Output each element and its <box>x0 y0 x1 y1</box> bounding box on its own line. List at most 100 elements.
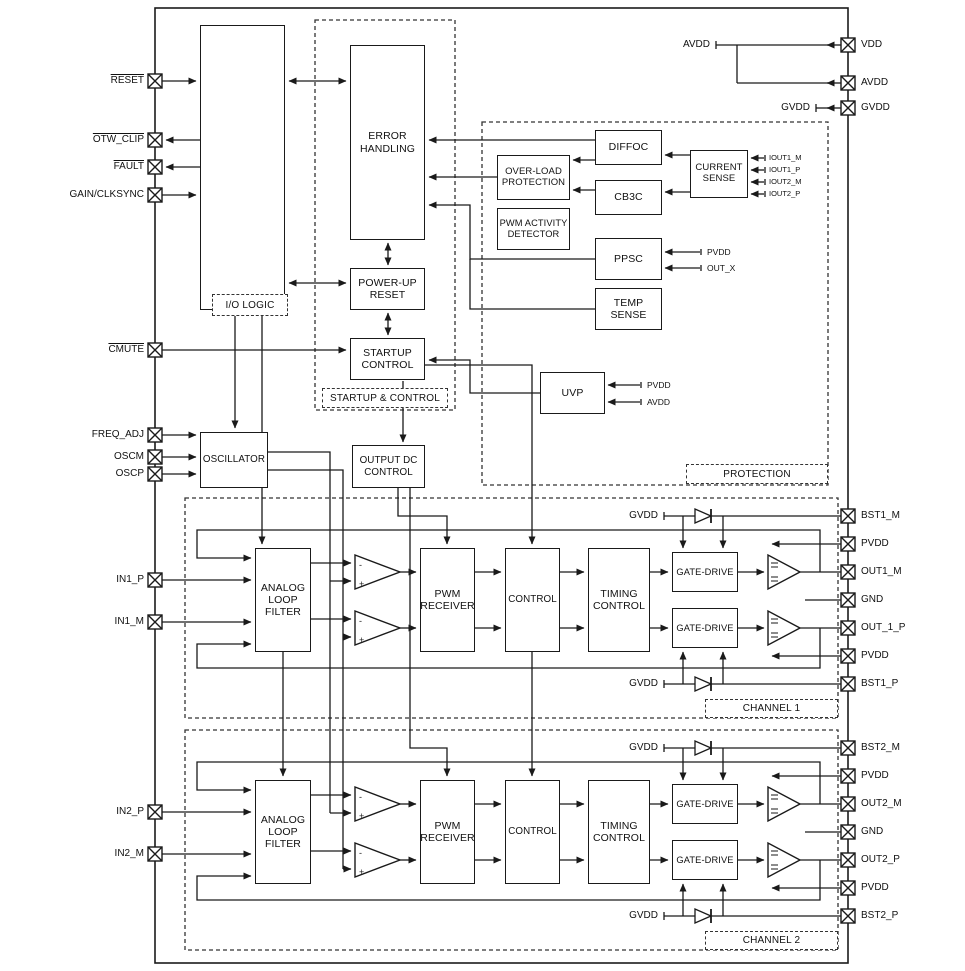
pin-gnd-1 <box>840 592 856 608</box>
pin-label-out2p: OUT2_P <box>861 854 900 865</box>
pin-label-avdd: AVDD <box>861 77 889 88</box>
comparator-minus: - <box>359 616 362 626</box>
startup-control-block: STARTUP CONTROL <box>350 338 425 380</box>
pin-label-vdd: VDD <box>861 39 883 50</box>
ppsc-pvdd-label: PVDD <box>707 247 731 257</box>
avdd-rail-label: AVDD <box>682 39 710 50</box>
temp-sense-block: TEMP SENSE <box>595 288 662 330</box>
gvdd-bst1p-label: GVDD <box>629 678 658 689</box>
pin-out1p <box>840 620 856 636</box>
pin-pvdd-2 <box>840 648 856 664</box>
protection-region <box>481 121 829 486</box>
pin-label-fault: FAULT <box>14 159 144 174</box>
comparator-plus: + <box>359 579 364 589</box>
timing-control-ch2-block: TIMING CONTROL <box>588 780 650 884</box>
io-logic-block <box>200 25 285 310</box>
gate-drive-ch1-bottom-block: GATE-DRIVE <box>672 608 738 648</box>
pin-bst1m <box>840 508 856 524</box>
otw-clip-label: OTW_CLIP <box>92 134 144 145</box>
pin-pvdd-4 <box>840 880 856 896</box>
pin-bst2p <box>840 908 856 924</box>
pin-label-out1m: OUT1_M <box>861 566 902 577</box>
pin-label-bst1p: BST1_P <box>861 678 899 689</box>
uvp-block: UVP <box>540 372 605 414</box>
pin-label-pvdd-2: PVDD <box>861 650 889 661</box>
pin-avdd <box>840 75 856 91</box>
iout1p-label: IOUT1_P <box>769 165 801 174</box>
pin-out2m <box>840 796 856 812</box>
pin-bst1p <box>840 676 856 692</box>
diode-bst1m <box>694 508 712 524</box>
uvp-avdd-label: AVDD <box>647 397 670 407</box>
gvdd-bst2p-label: GVDD <box>629 910 658 921</box>
ppsc-outx-label: OUT_X <box>707 263 736 273</box>
in1p-label: IN1_P <box>116 574 144 585</box>
timing-control-ch1-block: TIMING CONTROL <box>588 548 650 652</box>
uvp-pvdd-label: PVDD <box>647 380 671 390</box>
pin-bst2m <box>840 740 856 756</box>
pin-otw-clip <box>147 132 163 148</box>
pin-out2p <box>840 852 856 868</box>
pin-label-in2m: IN2_M <box>14 846 144 861</box>
pin-label-gnd-1: GND <box>861 594 884 605</box>
gvdd-rail-label: GVDD <box>781 102 810 113</box>
gvdd-bst2m-label: GVDD <box>629 742 658 753</box>
in2p-label: IN2_P <box>116 806 144 817</box>
pin-label-oscp: OSCP <box>14 466 144 481</box>
pin-label-freq-adj: FREQ_ADJ <box>14 427 144 442</box>
dashed-regions <box>184 19 839 951</box>
pwm-activity-detector-block: PWM ACTIVITY DETECTOR <box>497 208 570 250</box>
freq-adj-label: FREQ_ADJ <box>91 429 144 440</box>
pin-label-bst2p: BST2_P <box>861 910 899 921</box>
in1m-label: IN1_M <box>114 616 144 627</box>
diode-bst2m <box>694 740 712 756</box>
gvdd-bst1m-label: GVDD <box>629 510 658 521</box>
pin-reset <box>147 73 163 89</box>
pin-pvdd-1 <box>840 536 856 552</box>
fault-label: FAULT <box>113 161 144 172</box>
pin-freq-adj <box>147 427 163 443</box>
comparator-minus: - <box>359 848 362 858</box>
gate-drive-ch1-top-block: GATE-DRIVE <box>672 552 738 592</box>
pin-in2p <box>147 804 163 820</box>
io-logic-label-text: I/O LOGIC <box>225 299 275 311</box>
pin-label-bst1m: BST1_M <box>861 510 900 521</box>
tick-marks <box>640 41 817 920</box>
oscillator-block: OSCILLATOR <box>200 432 268 488</box>
error-handling-block: ERROR HANDLING <box>350 45 425 240</box>
gate-drive-ch2-bottom-block: GATE-DRIVE <box>672 840 738 880</box>
pin-label-pvdd-3: PVDD <box>861 770 889 781</box>
pin-label-gnd-2: GND <box>861 826 884 837</box>
oscm-label: OSCM <box>114 451 144 462</box>
channel1-region <box>184 497 839 719</box>
oscp-label: OSCP <box>115 468 144 479</box>
in2m-label: IN2_M <box>114 848 144 859</box>
pin-label-reset: RESET <box>14 73 144 88</box>
output-stage-ch2-bottom <box>767 842 801 878</box>
pin-label-in2p: IN2_P <box>14 804 144 819</box>
analog-loop-filter-ch2-block: ANALOG LOOP FILTER <box>255 780 311 884</box>
pin-in1m <box>147 614 163 630</box>
pin-gnd-2 <box>840 824 856 840</box>
protection-region-label: PROTECTION <box>686 464 828 484</box>
output-dc-control-block: OUTPUT DC CONTROL <box>352 445 425 488</box>
pin-gvdd <box>840 100 856 116</box>
comparator-plus: + <box>359 635 364 645</box>
current-sense-block: CURRENT SENSE <box>690 150 748 198</box>
output-stage-ch1-top <box>767 554 801 590</box>
pin-label-out1p: OUT_1_P <box>861 622 906 633</box>
pin-out1m <box>840 564 856 580</box>
diode-bst1p <box>694 676 712 692</box>
pin-oscm <box>147 449 163 465</box>
pin-vdd <box>840 37 856 53</box>
pin-label-bst2m: BST2_M <box>861 742 900 753</box>
pwm-receiver-ch1-block: PWM RECEIVER <box>420 548 475 652</box>
comparator-plus: + <box>359 811 364 821</box>
pin-oscp <box>147 466 163 482</box>
pin-label-gvdd: GVDD <box>861 102 890 113</box>
startup-control-region <box>314 19 456 411</box>
pin-label-pvdd-1: PVDD <box>861 538 889 549</box>
comparator-minus: - <box>359 560 362 570</box>
iout2p-label: IOUT2_P <box>769 189 801 198</box>
